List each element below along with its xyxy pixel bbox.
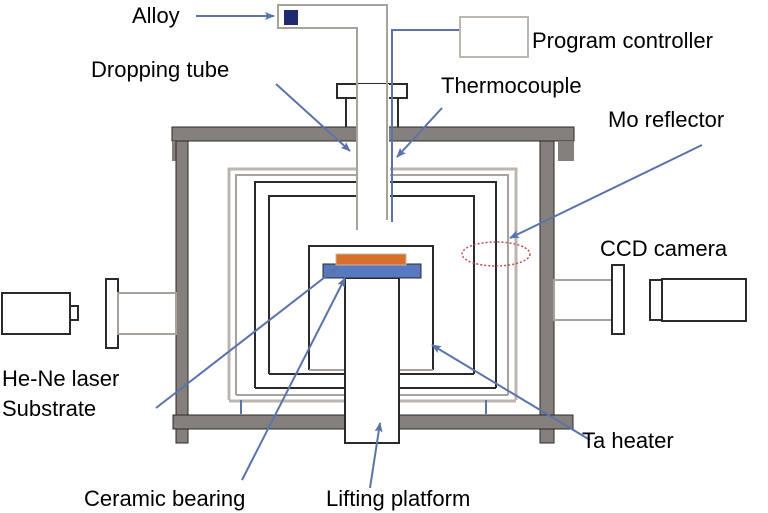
label-dropping-tube: Dropping tube — [91, 57, 229, 82]
ccd-camera — [553, 264, 747, 335]
dropping-tube — [277, 4, 389, 234]
lifting-platform — [344, 277, 400, 444]
label-ta-heater: Ta heater — [582, 428, 674, 453]
label-substrate: Substrate — [2, 396, 96, 421]
he-ne-laser — [1, 278, 177, 349]
label-ccd-camera: CCD camera — [600, 236, 728, 261]
viewport-window — [461, 241, 531, 267]
label-lifting-platform: Lifting platform — [326, 486, 470, 511]
substrate — [322, 263, 422, 279]
ta-heater — [254, 181, 497, 389]
alloy-sample — [284, 10, 298, 25]
label-mo-reflector: Mo reflector — [608, 107, 724, 132]
program-controller-box — [459, 16, 529, 58]
label-he-ne-laser: He-Ne laser — [2, 366, 119, 391]
label-ceramic-bearing: Ceramic bearing — [84, 486, 245, 511]
thermocouple-wire — [391, 29, 460, 222]
label-program-controller: Program controller — [532, 28, 713, 53]
vacuum-chamber — [171, 126, 575, 444]
label-thermocouple: Thermocouple — [441, 73, 582, 98]
pointer-lines — [155, 12, 703, 489]
label-alloy: Alloy — [132, 3, 180, 28]
sample-layer — [335, 253, 407, 266]
